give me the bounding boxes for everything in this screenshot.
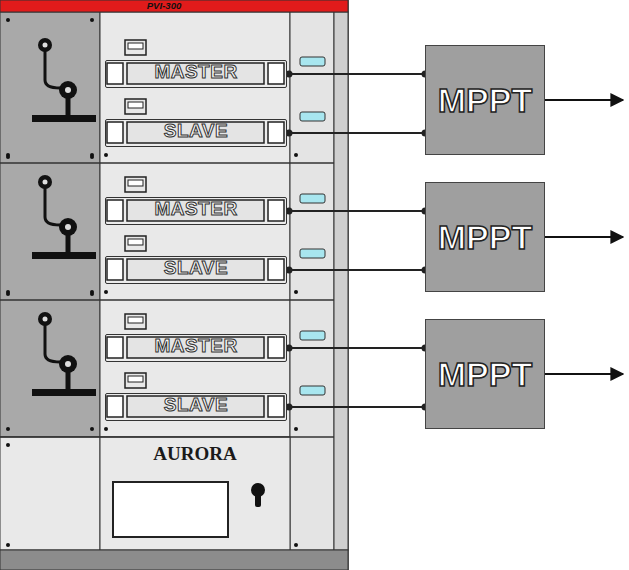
mppt-label: MPPT [438, 355, 532, 394]
display-window [113, 482, 228, 537]
mppt-box: MPPT [425, 319, 545, 429]
model-label: PVI-300 [0, 0, 348, 12]
output-arrow [545, 100, 623, 374]
mppt-box: MPPT [425, 45, 545, 155]
dc-connector [287, 210, 425, 212]
dc-connector [287, 269, 425, 271]
module-label: MASTER [154, 61, 237, 83]
module-label: MASTER [154, 335, 237, 357]
right-column [290, 12, 334, 550]
base-plinth [0, 550, 348, 570]
inverter-module: SLAVE [105, 393, 287, 421]
module-label: SLAVE [164, 257, 228, 279]
module-label: MASTER [154, 198, 237, 220]
inverter-module: SLAVE [105, 119, 287, 147]
brand-label: AURORA [151, 443, 238, 465]
cabinet-section [6, 292, 325, 431]
mppt-box: MPPT [425, 182, 545, 292]
inverter-module: SLAVE [105, 256, 287, 284]
module-label: SLAVE [164, 120, 228, 142]
top-bar [0, 0, 348, 12]
dc-connector [287, 73, 425, 75]
control-panel: AURORA [100, 440, 290, 550]
connector-group [286, 71, 429, 411]
inverter-module: MASTER [105, 334, 287, 362]
inverter-cabinet: PVI-300MASTER SLAVE MASTER SLAVE MASTER SLAVE… [0, 0, 348, 550]
inverter-module: MASTER [105, 60, 287, 88]
dc-connector [287, 406, 425, 408]
key-switch [251, 483, 265, 507]
mppt-label: MPPT [438, 218, 532, 257]
mppt-label: MPPT [438, 81, 532, 120]
dc-connector [287, 347, 425, 349]
cabinet-body [0, 0, 348, 570]
cabinet-section [6, 18, 325, 157]
inverter-module: MASTER [105, 197, 287, 225]
module-label: SLAVE [164, 394, 228, 416]
dc-connector [287, 132, 425, 134]
cabinet-section [6, 155, 325, 294]
